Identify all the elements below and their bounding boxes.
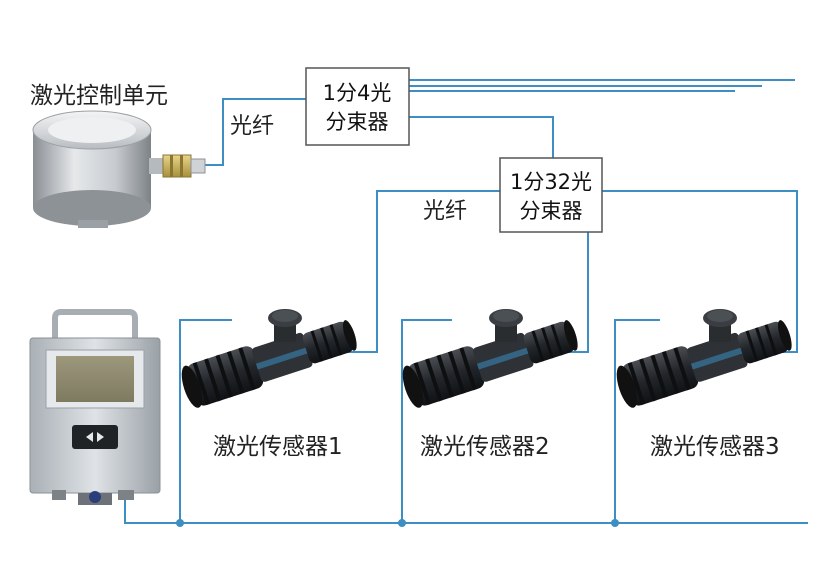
label-fiber-2: 光纤: [423, 199, 467, 224]
sensor2-to-bus: [401, 319, 452, 523]
splitter-1x32: 1分32光 分束器: [499, 157, 603, 233]
splitter4-to-splitter32: [409, 116, 554, 158]
monitoring-host-image: [29, 309, 161, 505]
bottom-bus: [124, 500, 808, 524]
junction-3: [611, 519, 619, 527]
splitter-1x4-line1: 1分4光: [323, 81, 392, 105]
splitter-1x4-line2: 分束器: [326, 110, 389, 134]
splitter-1x32-line1: 1分32光: [510, 170, 592, 194]
label-controller: 激光控制单元: [30, 83, 168, 109]
splitter-1x4: 1分4光 分束器: [305, 67, 410, 146]
fiber-controller-to-splitter4: [205, 98, 306, 166]
laser-sensor-1-image: [177, 309, 362, 411]
sensor3-to-bus: [614, 319, 660, 523]
label-sensor-1: 激光传感器1: [213, 434, 343, 460]
splitter32-to-sensor1: [345, 190, 500, 353]
splitter-1x32-line2: 分束器: [520, 199, 583, 223]
laser-sensor-3-image: [612, 309, 797, 411]
label-sensor-3: 激光传感器3: [650, 434, 780, 460]
laser-sensor-2-image: [398, 309, 583, 411]
host-port-icon: [89, 491, 101, 503]
bus-junctions: [176, 519, 619, 527]
fiber-lines: [124, 79, 808, 524]
splitter32-to-sensor3: [602, 190, 798, 353]
junction-2: [398, 519, 406, 527]
label-fiber-1: 光纤: [230, 114, 274, 139]
sensor1-to-bus: [179, 319, 232, 523]
junction-1: [176, 519, 184, 527]
laser-control-unit-image: [32, 110, 206, 228]
label-sensor-2: 激光传感器2: [420, 434, 550, 460]
